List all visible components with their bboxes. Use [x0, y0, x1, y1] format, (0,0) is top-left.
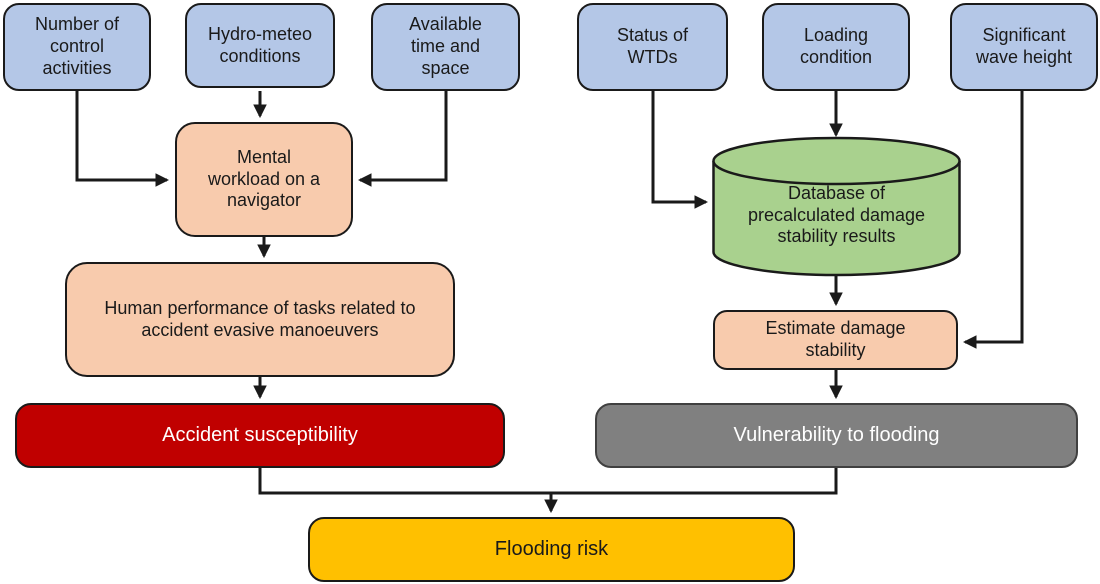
node-label: Loading condition — [799, 25, 873, 67]
node-flooding-risk: Flooding risk — [308, 517, 795, 582]
node-label: Significant wave height — [975, 25, 1073, 67]
node-label: Available time and space — [409, 14, 482, 78]
node-label: Database of precalculated damage stabili… — [747, 182, 926, 247]
edge-wtd-to-database — [651, 91, 709, 209]
node-loading-condition: Loading condition — [762, 3, 910, 91]
node-label: Estimate damage stability — [765, 318, 906, 360]
node-estimate-damage-stability: Estimate damage stability — [713, 310, 958, 370]
node-status-of-wtds: Status of WTDs — [577, 3, 728, 91]
node-label: Hydro-meteo conditions — [207, 23, 313, 66]
node-significant-wave-height: Significant wave height — [950, 3, 1098, 91]
edge-wave-to-estimate — [962, 91, 1024, 349]
node-hydro-meteo-conditions: Hydro-meteo conditions — [185, 3, 335, 88]
node-label: Number of control activities — [34, 14, 120, 78]
node-label: Status of WTDs — [616, 25, 689, 67]
node-human-performance: Human performance of tasks related to ac… — [65, 262, 455, 377]
node-damage-stability-database: Database of precalculated damage stabili… — [713, 168, 960, 263]
node-label: Accident susceptibility — [162, 424, 358, 447]
database-cylinder-shape — [712, 136, 961, 277]
node-accident-susceptibility: Accident susceptibility — [15, 403, 505, 468]
node-label: Human performance of tasks related to ac… — [104, 297, 416, 340]
node-mental-workload: Mental workload on a navigator — [175, 122, 353, 237]
edge-available-to-mental — [357, 91, 448, 187]
node-label: Vulnerability to flooding — [733, 424, 940, 447]
node-label: Mental workload on a navigator — [207, 146, 321, 211]
edge-junction — [258, 468, 838, 495]
node-label: Flooding risk — [494, 538, 609, 561]
node-available-time-and-space: Available time and space — [371, 3, 520, 91]
edge-control-to-mental — [75, 91, 170, 187]
node-vulnerability-to-flooding: Vulnerability to flooding — [595, 403, 1078, 468]
node-number-of-control-activities: Number of control activities — [3, 3, 151, 91]
